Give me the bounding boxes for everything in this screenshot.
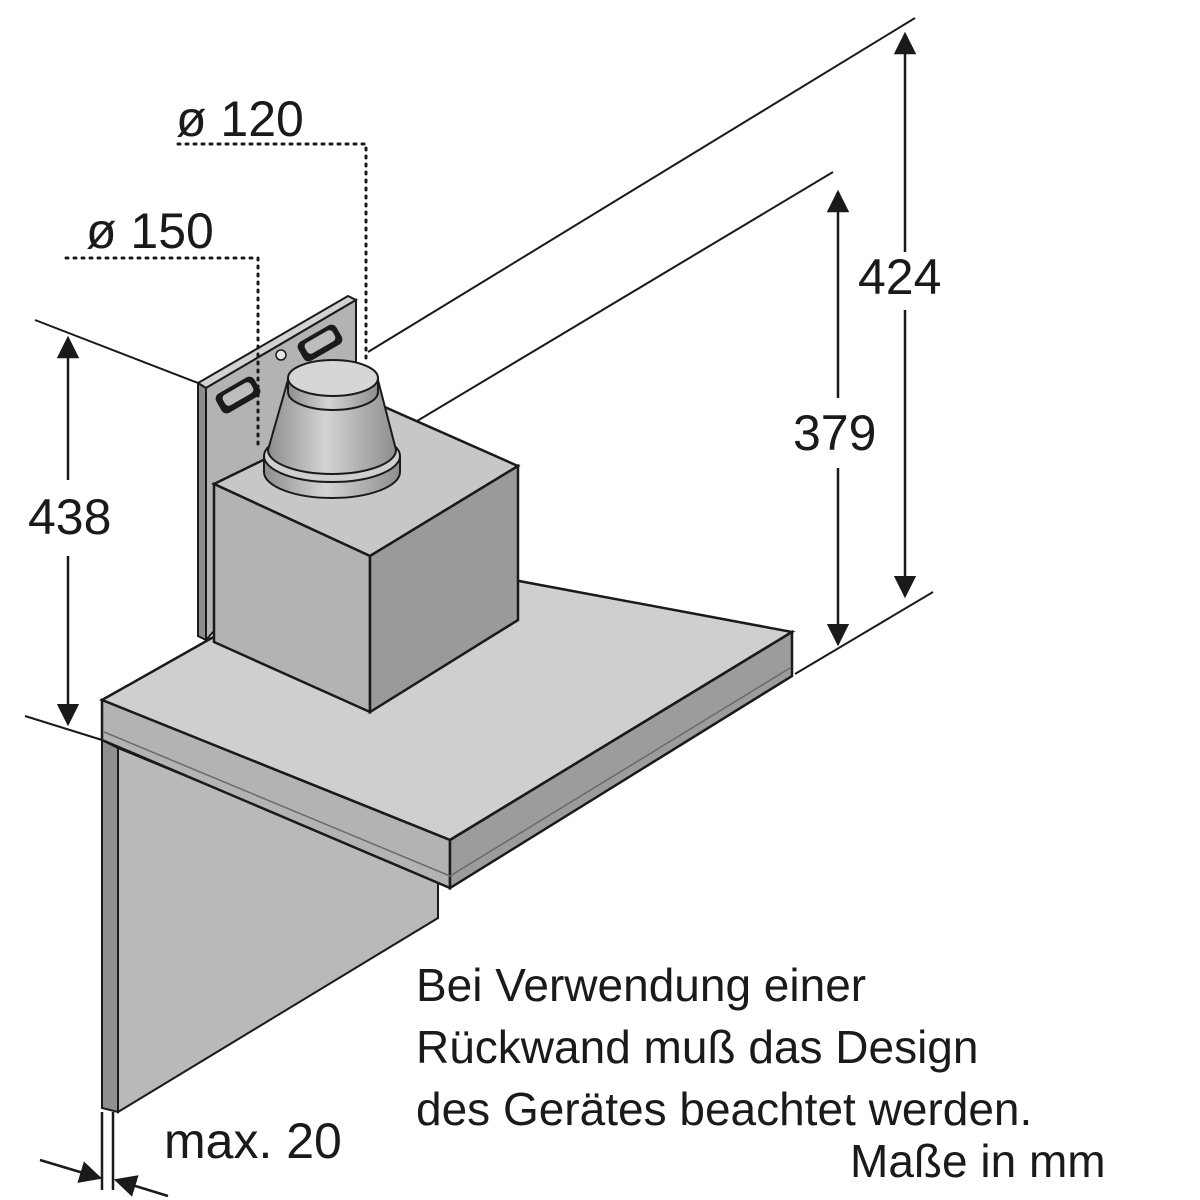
rear-panel-note: Bei Verwendung einer Rückwand muß das De… (416, 954, 1032, 1140)
left-reference-line-top (34, 319, 199, 384)
note-line-3: des Gerätes beachtet werden. (416, 1083, 1033, 1135)
leader-line-120 (176, 142, 368, 364)
height-379-label: 379 (793, 405, 877, 461)
note-line-1: Bei Verwendung einer (416, 959, 867, 1011)
exhaust-connector (263, 359, 401, 499)
left-reference-line-bottom (24, 715, 103, 741)
box-top-reference-line (401, 171, 834, 431)
diameter-150-label: ø 150 (86, 203, 214, 259)
screw-hole (275, 349, 287, 361)
max-distance-label: max. 20 (164, 1113, 342, 1169)
note-line-2: Rückwand muß das Design (416, 1021, 979, 1073)
diameter-120-label: ø 120 (176, 91, 304, 147)
height-438-label: 438 (28, 489, 112, 545)
ceiling-reference-line (367, 17, 916, 353)
unit-note: Maße in mm (850, 1135, 1106, 1187)
mounting-slot-right (297, 324, 343, 362)
max20-arrow-right (113, 1175, 169, 1198)
max20-arrow-left (39, 1158, 103, 1183)
height-424-label: 424 (858, 249, 942, 305)
mounting-slot-left (215, 376, 261, 414)
hood-bottom-reference-line (794, 591, 934, 675)
leader-line-150 (64, 256, 260, 448)
